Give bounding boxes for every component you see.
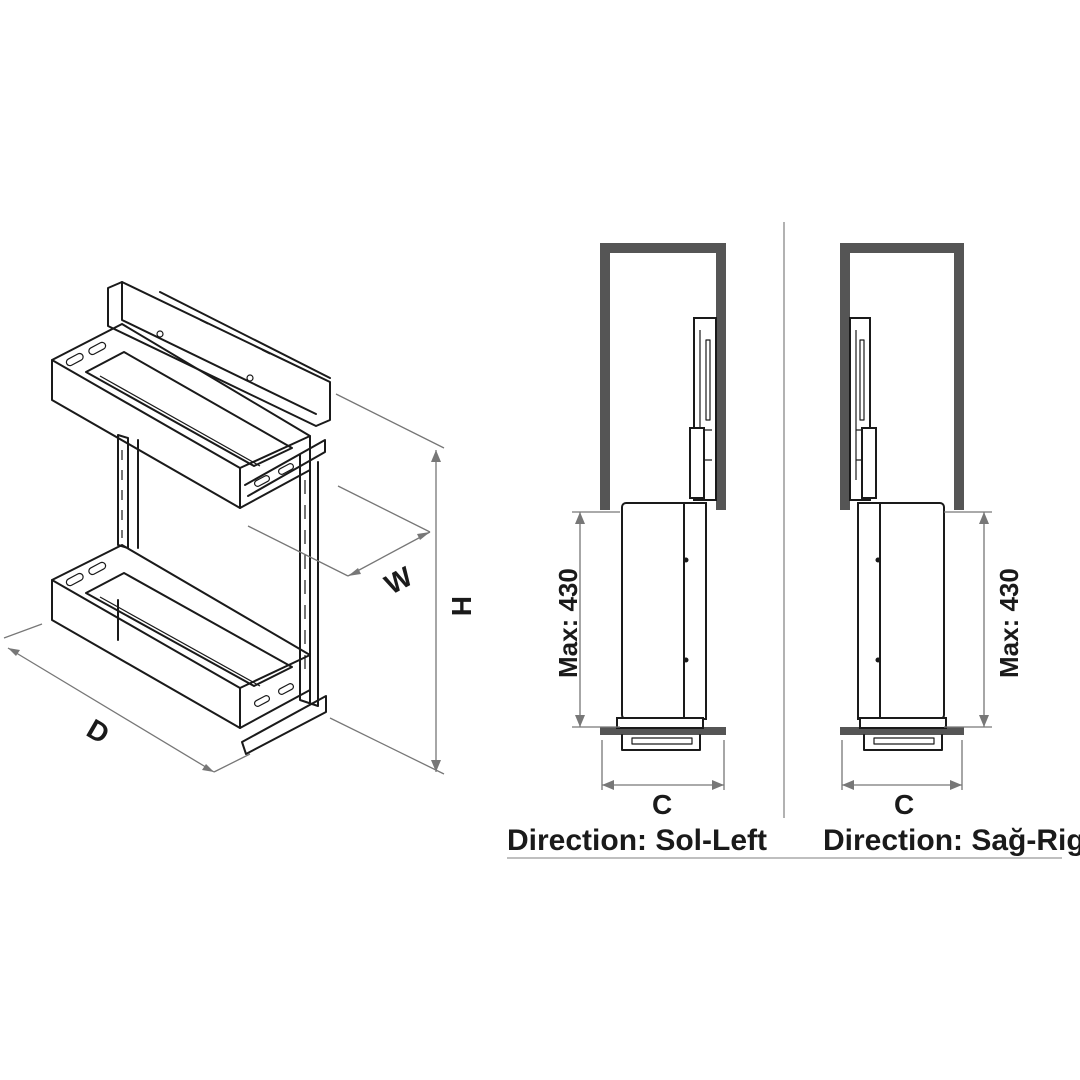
left-c-label: C	[652, 789, 672, 820]
upper-basket	[51, 323, 326, 509]
right-max-dimension	[944, 511, 992, 728]
dimension-w	[247, 485, 431, 577]
right-c-label: C	[894, 789, 914, 820]
right-c-dimension	[841, 740, 963, 790]
lower-basket	[51, 544, 327, 755]
right-cabinet-base	[840, 727, 964, 735]
left-cabinet-base	[600, 727, 726, 735]
label-d: D	[82, 713, 115, 750]
left-slide-mechanism	[689, 317, 717, 501]
left-direction-caption: Direction: Sol-Left	[507, 824, 767, 857]
label-h: H	[446, 596, 477, 616]
left-max-label: Max: 430	[553, 568, 583, 678]
right-max-label: Max: 430	[994, 568, 1024, 678]
dimension-h	[329, 393, 445, 775]
right-direction-view: Max: 430 C Direction: Sağ-Right	[823, 243, 1080, 857]
left-c-dimension	[601, 740, 725, 790]
right-slide-mechanism	[849, 317, 877, 501]
isometric-basket-view: D W H	[3, 281, 477, 775]
left-direction-view: Max: 430 C Direction: Sol-Left	[507, 243, 767, 857]
left-basket-body	[616, 502, 707, 751]
right-basket-body	[857, 502, 947, 751]
left-max-dimension	[572, 511, 620, 728]
label-w: W	[380, 560, 418, 600]
top-slide-runner	[107, 281, 331, 427]
right-direction-caption: Direction: Sağ-Right	[823, 824, 1080, 857]
dimension-d	[3, 623, 251, 773]
